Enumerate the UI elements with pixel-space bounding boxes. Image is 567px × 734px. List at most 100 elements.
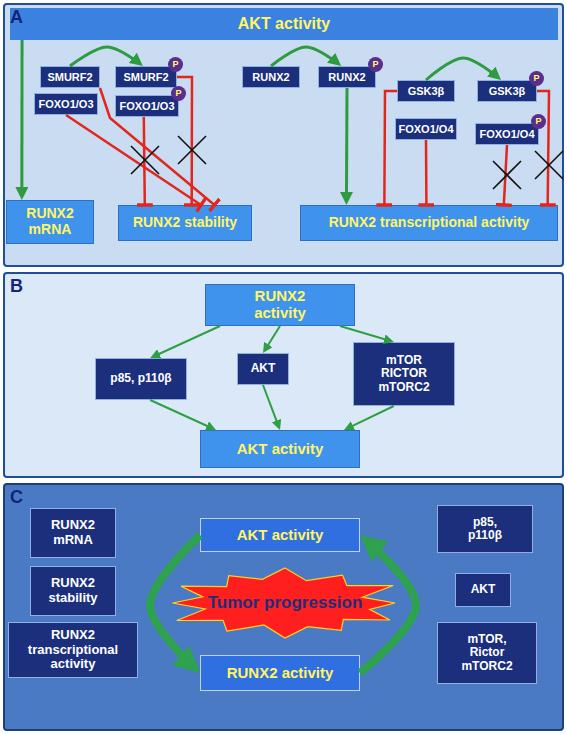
- protein-box: AKT: [455, 573, 511, 607]
- panel-letter: B: [10, 276, 23, 296]
- activation-arrow: [271, 47, 341, 66]
- box-label: FOXO1/O3: [119, 100, 174, 112]
- activation-arrow: [344, 406, 394, 430]
- box-label: RUNX2: [252, 71, 289, 83]
- box-label: AKT activity: [237, 441, 324, 458]
- protein-box: FOXO1/O3: [115, 95, 179, 117]
- inhibition-line: [384, 91, 397, 205]
- cross-group: [131, 136, 563, 189]
- protein-box: SMURF2: [115, 66, 177, 88]
- panel: C RUNX2 mRNA RUNX2 stabilityRUNX2 transcri…: [3, 483, 564, 731]
- box-label: GSK3β: [408, 85, 445, 97]
- protein-box: FOXO1/O3: [34, 93, 98, 115]
- activation-arrow: [345, 88, 349, 205]
- outcome-box: RUNX2 transcriptional activity: [300, 205, 558, 241]
- box-label: mTOR, Rictor mTORC2: [458, 633, 516, 673]
- protein-box: FOXO1/O4: [395, 118, 457, 140]
- inhibition-line: [425, 140, 428, 205]
- activity-band: AKT activity: [10, 8, 558, 40]
- box-label: RUNX2 transcriptional activity: [329, 215, 530, 231]
- box-label: AKT activity: [237, 527, 324, 544]
- cross-mark: [493, 161, 521, 189]
- activation-arrow: [150, 400, 216, 430]
- protein-box: RUNX2 stability: [30, 566, 116, 616]
- box-label: P: [172, 59, 178, 69]
- inhibition-line: [537, 91, 549, 205]
- activation-arrow: [340, 326, 394, 342]
- box-label: FOXO1/O4: [479, 128, 534, 140]
- connector-group: [22, 40, 549, 673]
- phospho-circle: P: [168, 57, 183, 72]
- box-label: RUNX2 activity: [234, 288, 326, 322]
- feedback-arrow: [360, 535, 416, 673]
- box-label: RUNX2 mRNA: [43, 518, 103, 547]
- box-label: FOXO1/O4: [398, 123, 453, 135]
- phospho-circle: P: [171, 86, 186, 101]
- inhibition-line: [144, 117, 145, 205]
- outcome-box: RUNX2 mRNA: [6, 200, 94, 244]
- panel: B RUNX2 activity p85, p110β AKT mTOR RICTOR …: [3, 272, 564, 478]
- box-label: AKT: [471, 583, 496, 596]
- activation-arrow: [20, 40, 23, 200]
- protein-box: mTOR, Rictor mTORC2: [437, 622, 537, 684]
- protein-box: GSK3β: [397, 80, 455, 102]
- box-label: SMURF2: [47, 71, 92, 83]
- burst-polygon: [173, 568, 396, 638]
- burst-shape: Tumor progression: [160, 568, 410, 638]
- box-label: Tumor progression: [208, 593, 363, 612]
- activation-arrow: [70, 47, 143, 66]
- outcome-box: AKT activity: [200, 430, 360, 468]
- inhibition-line: [100, 88, 214, 205]
- protein-box: RUNX2 transcriptional activity: [8, 622, 138, 678]
- panel: AAKT activitySMURF2SMURF2PRUNX2RUNX2PGSK…: [3, 3, 564, 267]
- box-label: p85, p110β: [456, 516, 514, 543]
- box-label: P: [372, 59, 378, 69]
- outcome-box: RUNX2 activity: [205, 284, 355, 326]
- panel-letter: C: [10, 487, 23, 507]
- cross-mark: [535, 151, 563, 179]
- box-label: mTOR RICTOR mTORC2: [374, 354, 434, 394]
- protein-box: AKT: [237, 353, 289, 385]
- protein-box: p85, p110β: [437, 505, 533, 553]
- protein-box: RUNX2 mRNA: [30, 508, 116, 558]
- protein-box: RUNX2: [318, 66, 376, 88]
- phospho-circle: P: [529, 71, 544, 86]
- box-label: p85, p110β: [110, 372, 171, 385]
- inhibition-line: [66, 115, 201, 205]
- panel-letter: A: [10, 7, 23, 27]
- protein-box: RUNX2: [242, 66, 300, 88]
- activation-arrow: [426, 58, 501, 80]
- box-label: GSK3β: [489, 85, 526, 97]
- protein-box: GSK3β: [477, 80, 537, 102]
- activation-arrow: [150, 326, 220, 358]
- activation-arrow: [263, 326, 280, 353]
- box-label: RUNX2: [328, 71, 365, 83]
- activity-box: AKT activity: [200, 518, 360, 552]
- box-label: RUNX2 mRNA: [11, 206, 89, 237]
- box-label: AKT activity: [238, 15, 330, 33]
- box-label: FOXO1/O3: [38, 98, 93, 110]
- cross-mark: [131, 146, 159, 174]
- inhibition-line: [504, 145, 507, 205]
- protein-box: FOXO1/O4: [475, 123, 539, 145]
- activity-box: RUNX2 activity: [200, 655, 360, 691]
- phospho-circle: P: [368, 57, 383, 72]
- box-label: RUNX2 activity: [227, 665, 334, 682]
- box-label: P: [535, 116, 541, 126]
- inhibition-line: [177, 77, 192, 205]
- box-label: P: [175, 88, 181, 98]
- cross-mark: [178, 136, 206, 164]
- protein-box: SMURF2: [40, 66, 100, 88]
- box-label: P: [533, 73, 539, 83]
- box-label: AKT: [251, 362, 276, 375]
- protein-box: mTOR RICTOR mTORC2: [353, 342, 455, 406]
- phospho-circle: P: [531, 114, 546, 129]
- outcome-box: RUNX2 stability: [118, 205, 252, 241]
- protein-box: p85, p110β: [95, 358, 187, 400]
- box-label: RUNX2 transcriptional activity: [19, 628, 127, 672]
- box-label: RUNX2 stability: [43, 576, 103, 605]
- feedback-arrow: [150, 535, 200, 673]
- box-label: SMURF2: [123, 71, 168, 83]
